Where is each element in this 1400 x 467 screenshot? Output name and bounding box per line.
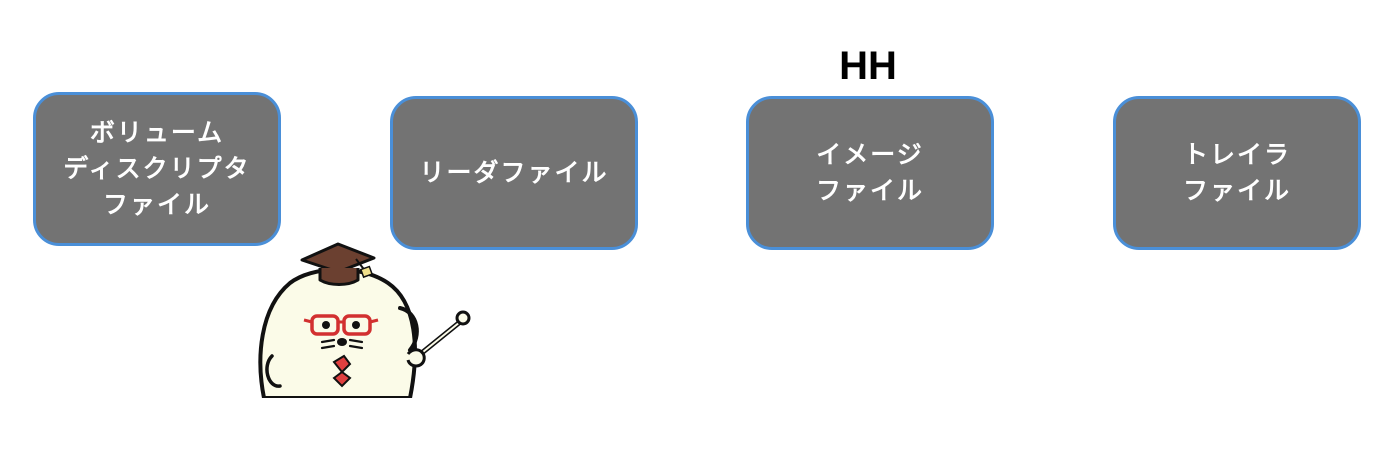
box-line: ディスクリプタ	[63, 154, 251, 183]
hh-label: HH	[839, 44, 897, 88]
volume-descriptor-file-box: ボリューム ディスクリプタ ファイル	[33, 92, 281, 246]
box-line: リーダファイル	[419, 158, 609, 187]
image-file-box: イメージ ファイル	[746, 96, 994, 250]
trailer-file-box: トレイラ ファイル	[1113, 96, 1361, 250]
box-line: ボリューム	[89, 118, 225, 147]
box-line: ファイル	[102, 190, 211, 219]
box-line: ファイル	[1182, 176, 1291, 205]
leader-file-box: リーダファイル	[390, 96, 638, 250]
professor-mascot-icon	[250, 238, 480, 398]
box-line: イメージ	[816, 140, 924, 169]
box-line: ファイル	[815, 176, 924, 205]
box-line: トレイラ	[1182, 140, 1291, 169]
